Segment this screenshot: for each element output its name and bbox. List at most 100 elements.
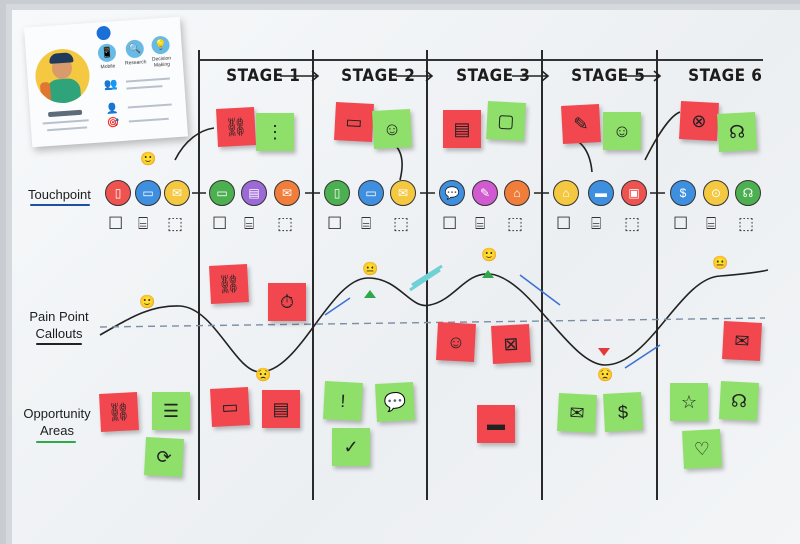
label-line: Callouts — [35, 326, 83, 341]
sticky-note-person-chat: ☺ — [372, 109, 412, 149]
envelope-icon: ✉ — [733, 330, 751, 351]
sticky-note-headset: ☊ — [719, 381, 759, 421]
triangle-down-icon — [598, 348, 610, 356]
triangle-up-icon — [364, 290, 376, 298]
sketch-icon: ⌸ — [361, 214, 372, 233]
checklist-icon: ☰ — [162, 400, 180, 421]
sticky-note-hand-heart: ♡ — [682, 429, 722, 469]
card-warning-icon: ▬ — [487, 413, 505, 434]
sticky-note-broken-link: ⛓ — [99, 392, 139, 432]
neutral-face-icon: 😐 — [362, 261, 379, 276]
stopwatch-icon: ⏱ — [279, 291, 295, 312]
sketch-icon: ⌸ — [138, 214, 149, 233]
stage-6-header: STAGE 6 — [688, 66, 763, 86]
sticky-note-clipboard-edit: ✎ — [561, 104, 601, 144]
sticky-note-cycle: ⟳ — [144, 437, 184, 477]
underline — [30, 204, 90, 206]
sticky-note-chat-lines: ▢ — [486, 101, 526, 141]
flow-arrow — [174, 111, 681, 194]
browser-click-icon: ▤ — [272, 398, 290, 419]
chat-icon: 💬 — [439, 180, 465, 206]
sketch-icon: ☐ — [212, 214, 228, 233]
email-icon: ✉ — [164, 180, 190, 206]
sticky-note-person-chat: ☺ — [603, 112, 641, 150]
checklist-alert-icon: ! — [339, 390, 347, 411]
person-chat-icon: ☺ — [612, 120, 632, 141]
sticky-note-document: ▤ — [443, 110, 481, 148]
smiley-icon: 🙂 — [481, 247, 498, 262]
email-icon: ✉ — [390, 180, 416, 206]
store-icon: ⌂ — [553, 180, 579, 206]
sketch-icon: ⬚ — [507, 214, 524, 233]
refresh-check-icon: ✓ — [343, 436, 359, 457]
sticky-note-broken-link: ⛓ — [209, 264, 249, 304]
underline — [36, 441, 76, 443]
finance-icon: $ — [670, 180, 696, 206]
stage-divider — [541, 50, 543, 500]
chat-bubble-icon: 💬 — [383, 390, 407, 413]
sticky-note-checklist-alert: ! — [323, 381, 363, 421]
broken-link-icon: ⛓ — [224, 115, 248, 138]
header-divider — [198, 59, 763, 61]
sticky-note-broken-link: ⛓ — [216, 107, 256, 147]
sketch-icon: ⬚ — [624, 214, 641, 233]
document-x-icon: ⊠ — [502, 333, 520, 354]
sketch-icon: ☐ — [556, 214, 572, 233]
chat-lines-icon: ▢ — [496, 110, 516, 131]
touchpoint-label: Touchpoint — [28, 187, 91, 202]
sketch-icon: ⌸ — [706, 214, 717, 233]
neutral-face-icon: 😐 — [712, 255, 729, 270]
sticky-note-document-x: ⊠ — [491, 324, 531, 364]
card-icon: ▬ — [588, 180, 614, 206]
sticky-note-card-warning: ▬ — [477, 405, 515, 443]
sad-face-icon: 😟 — [597, 367, 614, 382]
sketch-icon: ☐ — [327, 214, 343, 233]
laptop-warning-icon: ▭ — [220, 396, 239, 417]
sketch-icon: ⬚ — [277, 214, 294, 233]
sticky-note-envelope: ✉ — [557, 393, 597, 433]
cycle-icon: ⟳ — [155, 446, 173, 467]
sketch-icon: ⬚ — [393, 214, 410, 233]
screen-cursor-icon: ▭ — [344, 111, 364, 132]
laptop-icon: ▭ — [358, 180, 384, 206]
broken-link-icon: ⛓ — [217, 272, 241, 295]
sketch-icon: ☐ — [442, 214, 458, 233]
messaging-icon: ✎ — [472, 180, 498, 206]
person-x-icon: ⊗ — [690, 110, 708, 131]
wallet-icon: ▣ — [621, 180, 647, 206]
broken-link-icon: ⛓ — [107, 400, 131, 423]
sticky-note-flowchart: ⋮ — [256, 113, 294, 151]
sticky-note-person-chat: ☺ — [436, 322, 476, 362]
document-icon: ▤ — [453, 118, 471, 139]
label-line: Areas — [40, 423, 74, 438]
emotion-curve — [99, 269, 769, 373]
stage-divider — [312, 50, 314, 500]
mobile-icon: ▯ — [324, 180, 350, 206]
clipboard-edit-icon: ✎ — [572, 113, 590, 134]
payment-icon: ⊙ — [703, 180, 729, 206]
triangle-up-icon — [482, 270, 494, 278]
baseline-dashed — [99, 317, 766, 328]
store-icon: ⌂ — [504, 180, 530, 206]
browser-icon: ▤ — [241, 180, 267, 206]
sticky-note-star: ☆ — [670, 383, 708, 421]
sticky-note-person-x: ⊗ — [679, 101, 719, 141]
sticky-note-chat-bubble: 💬 — [375, 382, 415, 422]
smiley-icon: 🙂 — [140, 151, 157, 166]
email-icon: ✉ — [274, 180, 300, 206]
person-chat-icon: ☺ — [446, 331, 466, 352]
sticky-note-browser-click: ▤ — [262, 390, 300, 428]
stage-arrow — [280, 70, 662, 82]
underline — [36, 343, 82, 345]
stage-1-header: STAGE 1 — [226, 66, 301, 86]
sketch-icon: ⬚ — [167, 214, 184, 233]
star-icon: ☆ — [680, 391, 698, 412]
desktop-icon: ▭ — [209, 180, 235, 206]
person-chat-icon: ☺ — [382, 118, 402, 139]
flowchart-icon: ⋮ — [266, 121, 284, 142]
sticky-note-refresh-check: ✓ — [332, 428, 370, 466]
marker-stroke — [324, 274, 661, 369]
sticky-note-screen-cursor: ▭ — [334, 102, 374, 142]
